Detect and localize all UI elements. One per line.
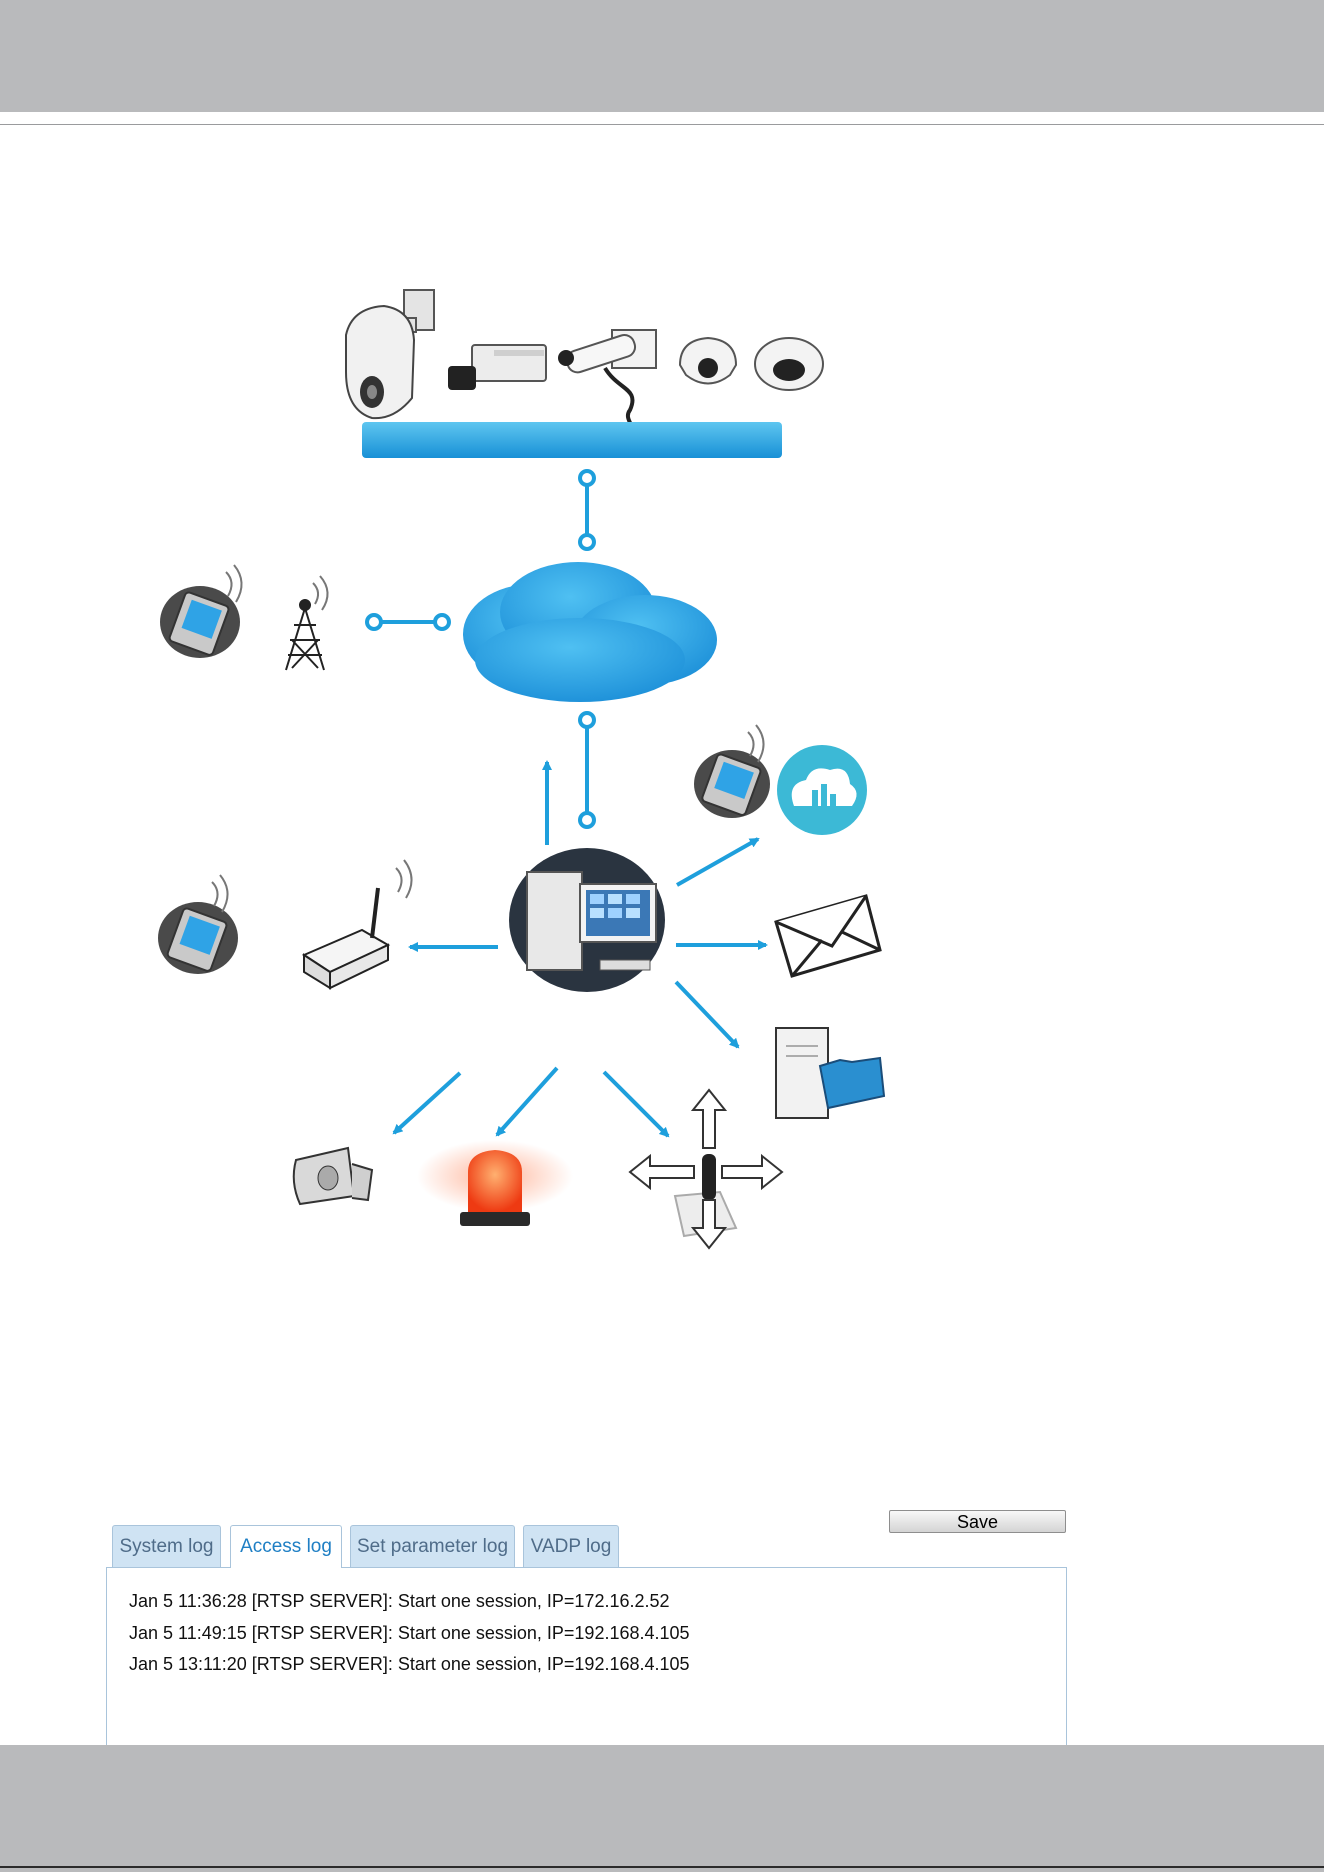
log-entry: Jan 5 13:11:20 [RTSP SERVER]: Start one …: [129, 1654, 690, 1675]
tab-vadp-log[interactable]: VADP log: [523, 1525, 619, 1567]
dome-camera-icon: [680, 338, 736, 384]
footer-rule: [0, 1866, 1324, 1868]
fisheye-camera-icon: [755, 338, 823, 390]
log-entry: Jan 5 11:36:28 [RTSP SERVER]: Start one …: [129, 1591, 670, 1612]
connector-tower-to-cloud: [367, 615, 449, 629]
connector-cloud-to-computer: [580, 713, 594, 827]
mobile-device-icon: [694, 725, 770, 818]
ptz-joystick-icon: [630, 1090, 782, 1248]
save-button[interactable]: Save: [889, 1510, 1066, 1533]
cellular-tower-icon: [286, 576, 328, 670]
internet-cloud-icon: [463, 562, 717, 702]
server-folder-icon: [776, 1028, 884, 1118]
connector-bar-to-cloud: [580, 471, 594, 549]
mobile-device-icon: [160, 565, 242, 658]
log-content-panel[interactable]: Jan 5 11:36:28 [RTSP SERVER]: Start one …: [106, 1567, 1067, 1745]
tab-access-log[interactable]: Access log: [230, 1525, 342, 1568]
tab-set-parameter-log[interactable]: Set parameter log: [350, 1525, 515, 1567]
box-camera-icon: [448, 345, 546, 390]
gsm-modem-icon: [304, 860, 412, 988]
envelope-icon: [776, 896, 880, 976]
computer-icon: [509, 848, 665, 992]
tab-system-log[interactable]: System log: [112, 1525, 221, 1567]
log-entry: Jan 5 11:49:15 [RTSP SERVER]: Start one …: [129, 1623, 690, 1644]
mobile-device-icon: [158, 875, 238, 974]
network-application-diagram: [0, 0, 1324, 1300]
network-bar-icon: [362, 422, 782, 458]
cloud-service-icon: [777, 745, 867, 835]
siren-speaker-icon: [294, 1148, 372, 1204]
alarm-light-icon: [417, 1140, 573, 1226]
footer-band: [0, 1745, 1324, 1872]
speed-dome-camera-icon: [346, 290, 434, 418]
